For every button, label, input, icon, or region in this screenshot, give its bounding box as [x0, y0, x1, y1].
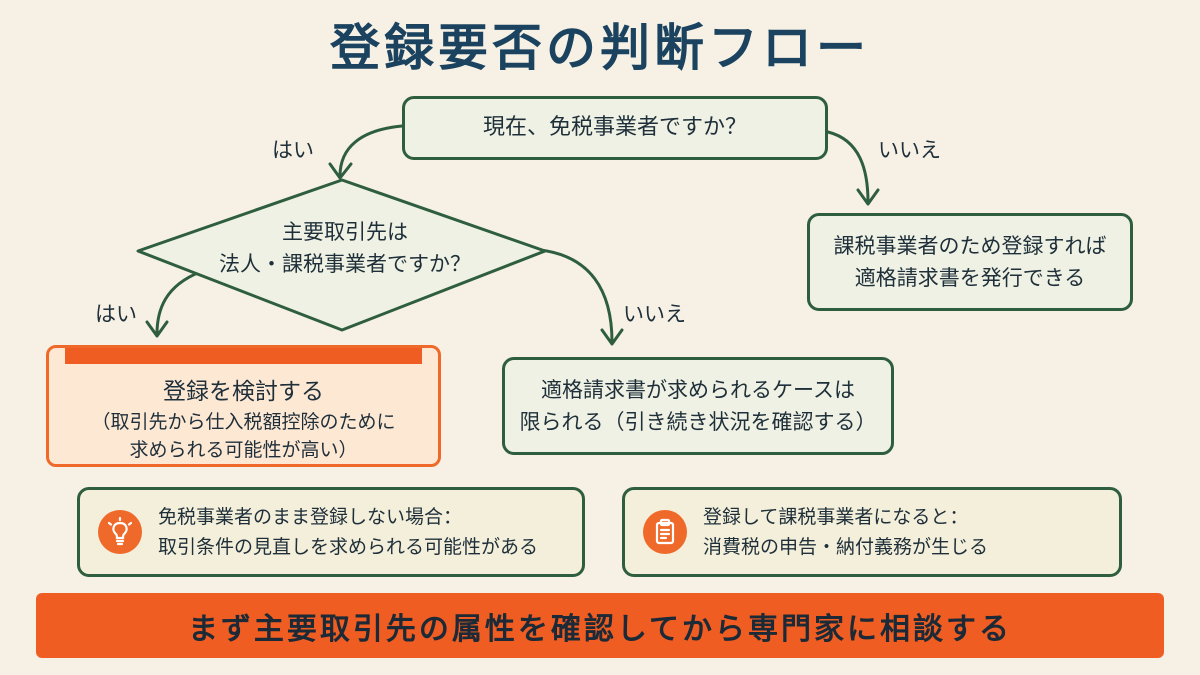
limited-cases-line2: 限られる（引き続き状況を確認する）	[519, 410, 877, 434]
arrow-q1-yes	[338, 124, 404, 178]
question-exempt-text: 現在、免税事業者ですか？	[482, 115, 747, 140]
label-q1-no: いいえ	[878, 138, 941, 162]
label-q1-yes: はい	[272, 138, 314, 162]
limited-cases-line1: 適格請求書が求められるケースは	[541, 378, 855, 402]
conclusion-banner: まず主要取引先の属性を確認してから専門家に相談する	[36, 593, 1164, 658]
arrow-q2-yes	[155, 270, 202, 336]
consider-main-text: 登録を検討する	[163, 379, 324, 405]
question-partner-line1: 主要取引先は	[282, 220, 408, 244]
arrow-q2-no	[538, 248, 614, 344]
taxable-result-box: 課税事業者のため登録すれば 適格請求書を発行できる	[807, 213, 1133, 311]
note-left-line2: 取引条件の見直しを求められる可能性がある	[158, 536, 539, 558]
question-partner-line2: 法人・課税事業者ですか？	[219, 252, 471, 276]
note-registering: 登録して課税事業者になると： 消費税の申告・納付義務が生じる	[622, 487, 1122, 577]
consider-sub-line1: （取引先から仕入税額控除のために	[91, 411, 396, 433]
page-title: 登録要否の判断フロー	[330, 19, 870, 77]
consider-sub-line2: 求められる可能性が高い）	[129, 439, 358, 461]
note-left-line1: 免税事業者のまま登録しない場合：	[158, 506, 463, 528]
question-partner-text: 主要取引先は 法人・課税事業者ですか？	[185, 216, 505, 280]
consider-registration-box: 登録を検討する （取引先から仕入税額控除のために 求められる可能性が高い）	[46, 345, 441, 467]
limited-cases-box: 適格請求書が求められるケースは 限られる（引き続き状況を確認する）	[502, 357, 894, 455]
note-right-line1: 登録して課税事業者になると：	[703, 506, 969, 528]
note-right-line2: 消費税の申告・納付義務が生じる	[703, 536, 989, 558]
arrow-q1-no	[826, 130, 870, 204]
decision-diamond	[136, 178, 547, 332]
taxable-result-line2: 適格請求書を発行できる	[854, 266, 1086, 290]
taxable-result-line1: 課税事業者のため登録すれば	[833, 234, 1107, 258]
lightbulb-icon	[98, 510, 142, 554]
label-q2-yes: はい	[95, 302, 137, 326]
question-exempt-box: 現在、免税事業者ですか？	[402, 96, 828, 160]
note-not-registering: 免税事業者のまま登録しない場合： 取引条件の見直しを求められる可能性がある	[77, 487, 585, 577]
consider-header-bar	[65, 348, 422, 364]
label-q2-no: いいえ	[623, 302, 686, 326]
clipboard-icon	[643, 510, 687, 554]
